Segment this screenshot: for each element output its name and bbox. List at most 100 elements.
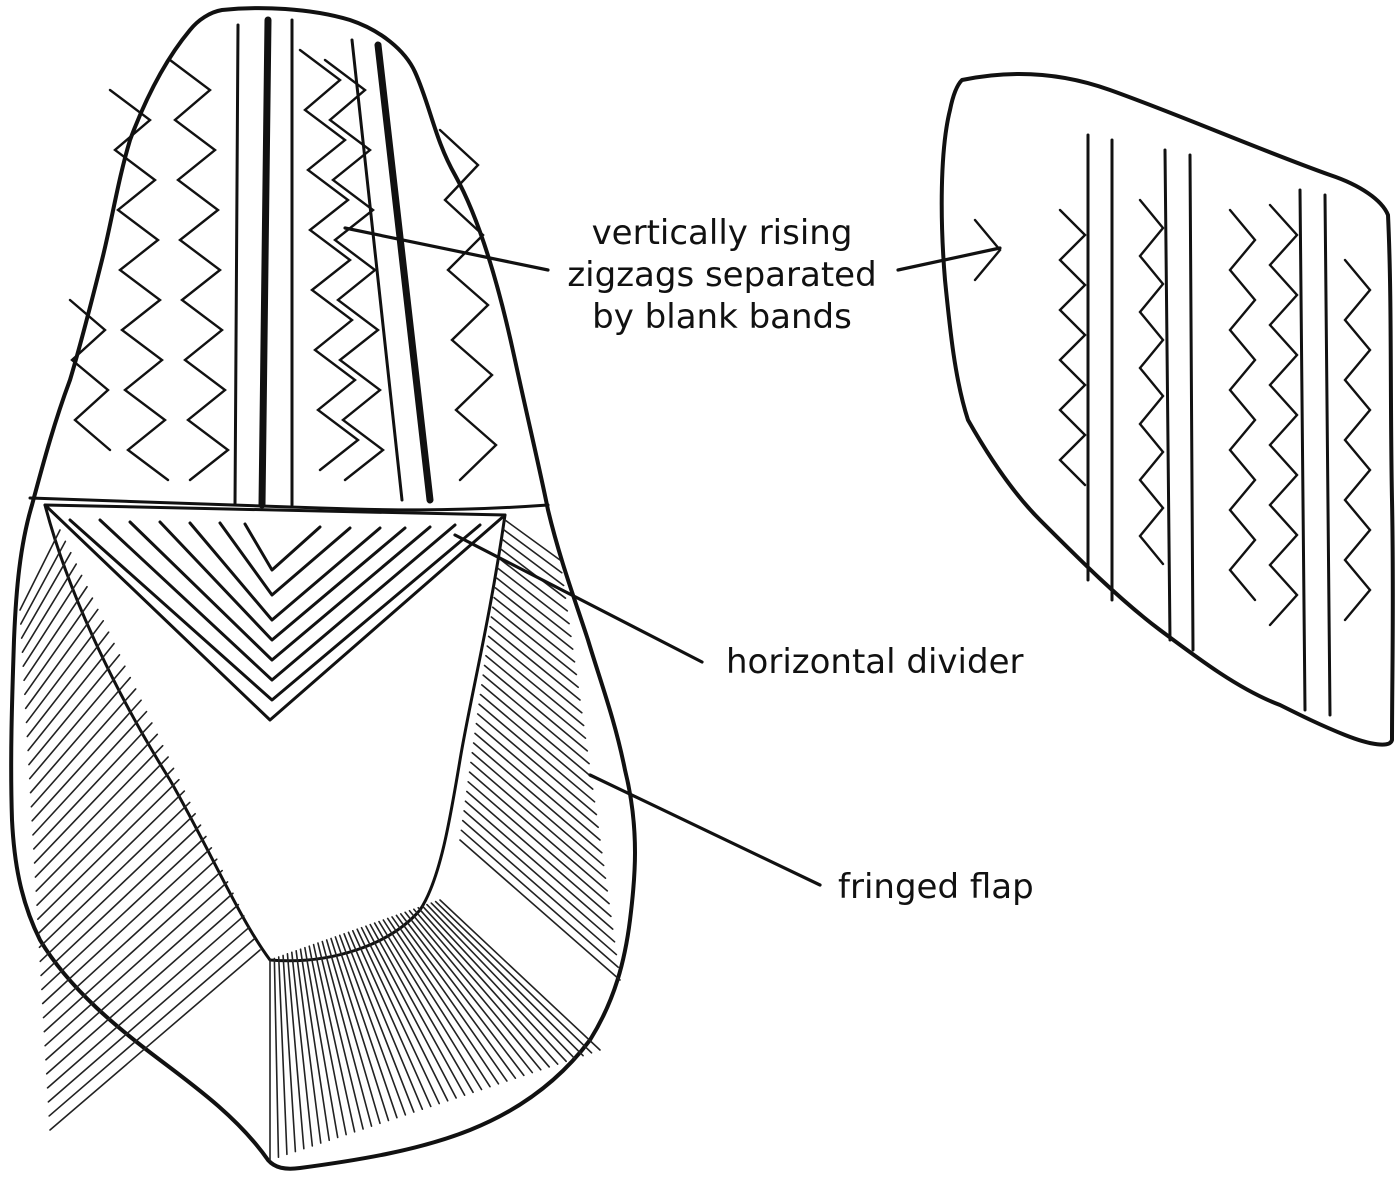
fringe-line	[37, 790, 186, 935]
annotation-flap: fringed flap	[588, 773, 1034, 907]
fringe-line	[352, 929, 432, 1108]
fringe-line	[24, 608, 99, 710]
right-blank-bands	[1086, 133, 1332, 717]
fringe-line	[373, 922, 474, 1094]
fringe-line	[395, 914, 517, 1080]
fringe-line	[49, 949, 261, 1131]
fringe-line	[40, 824, 202, 977]
fringe-line	[459, 839, 621, 981]
fringe-line	[471, 751, 605, 867]
divider-label: horizontal divider	[726, 642, 1023, 682]
fringe-line	[481, 684, 592, 778]
fringe-line	[356, 928, 441, 1105]
fringe-line	[34, 744, 164, 878]
fringe-line	[330, 937, 390, 1122]
fringe-line	[479, 693, 594, 790]
fringe-line	[434, 900, 593, 1054]
fringe-line	[494, 587, 574, 650]
flap-label: fringed flap	[838, 867, 1034, 907]
fringe-line	[338, 934, 407, 1116]
fringe-line	[467, 781, 610, 905]
fringe-line	[41, 835, 207, 991]
fringe-line	[430, 902, 584, 1057]
fringe-line	[45, 903, 240, 1075]
fringe-line	[30, 688, 137, 808]
fringe-line	[19, 529, 61, 611]
fringe-line	[470, 761, 607, 879]
fringe-line	[273, 957, 280, 1158]
fringe-line	[378, 920, 483, 1091]
fringe-line	[32, 722, 153, 850]
fringe-line	[325, 939, 381, 1125]
fringe-line	[497, 567, 570, 625]
fringe-line	[408, 909, 542, 1071]
fringe-line	[490, 616, 579, 689]
fringe-line	[21, 563, 78, 653]
fringe-line	[304, 946, 339, 1139]
fringe-line	[489, 625, 581, 701]
fringe-line	[476, 713, 598, 816]
fringe-line	[277, 956, 288, 1156]
flap-inner-boundary	[43, 503, 507, 963]
divider-top-line	[28, 496, 550, 512]
fringe-line	[28, 665, 126, 780]
blank-band-1	[258, 16, 272, 509]
fringe-line	[421, 905, 567, 1063]
fringe-line	[334, 936, 398, 1119]
fringe-line	[33, 733, 159, 864]
fringe-line	[290, 951, 314, 1147]
fringe-line	[20, 551, 72, 639]
fringe-line	[478, 703, 596, 803]
fringe-line	[493, 596, 576, 663]
fringe-line	[482, 674, 590, 765]
fringe-line	[426, 903, 576, 1060]
divider-triangle-outline	[43, 503, 507, 722]
fringe-line	[404, 911, 534, 1074]
fringe-line	[483, 664, 589, 752]
annotation-zigzags: vertically rising zigzags separated by b…	[343, 213, 1002, 337]
fringe-line	[47, 926, 250, 1103]
divider-stripes	[68, 518, 482, 702]
fringe-line	[360, 926, 449, 1102]
annotation-divider: horizontal divider	[453, 533, 1023, 682]
fringe-line	[299, 948, 331, 1142]
left-fragment	[9, 6, 637, 1171]
fringe-line	[439, 899, 601, 1051]
fringe-line	[502, 528, 563, 574]
fringe-line	[413, 908, 551, 1068]
fringe-line	[20, 540, 67, 625]
fringe-line	[468, 771, 609, 892]
fringe-line	[317, 942, 364, 1130]
fringe-line	[41, 847, 213, 1005]
fringe-line	[29, 676, 132, 794]
fringe-line	[486, 645, 585, 727]
fringe-line	[35, 756, 169, 892]
zigzags-leader-right	[896, 246, 1002, 272]
fringe-line	[472, 742, 603, 854]
fringe-line	[23, 585, 88, 682]
fringe-line	[282, 954, 297, 1153]
fringe-line	[474, 732, 601, 841]
fringe-line	[286, 953, 305, 1150]
fringe-line	[496, 577, 572, 638]
blank-band-2	[374, 41, 434, 504]
divider-leader	[453, 533, 704, 664]
fringe-line	[31, 699, 142, 822]
fringe-line	[466, 790, 612, 918]
fringe-line	[487, 635, 583, 714]
fringe-line	[26, 631, 110, 738]
flap-leader	[588, 773, 822, 887]
fringe-line	[308, 945, 347, 1136]
fringe-line	[37, 778, 180, 920]
right-zigzags	[973, 198, 1372, 627]
fringe-line	[501, 538, 565, 587]
fringe-line	[475, 722, 599, 829]
fringe-hatching	[19, 519, 621, 1161]
fringe-line	[460, 829, 619, 969]
fringe-line	[461, 819, 618, 956]
zigzags-label-line-1: vertically rising	[592, 213, 853, 253]
fringe-line	[347, 931, 424, 1111]
fringe-line	[321, 940, 373, 1127]
fringe-line	[491, 606, 578, 676]
